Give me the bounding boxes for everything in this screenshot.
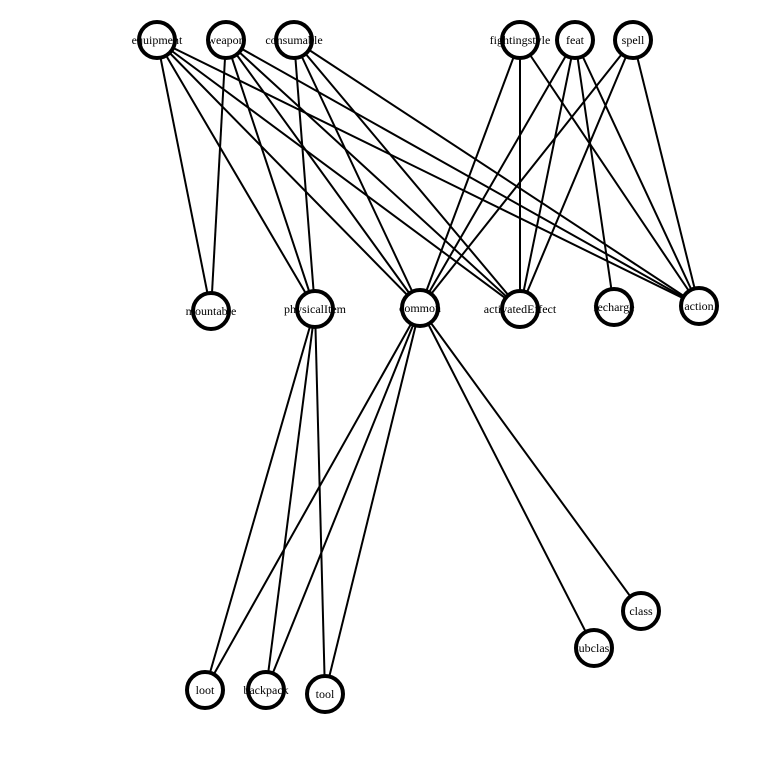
node-circle	[555, 20, 595, 60]
edge-equipment-physicalItem	[156, 39, 316, 310]
node-circle	[295, 289, 335, 329]
node-circle	[613, 20, 653, 60]
node-label: weapon	[207, 33, 244, 47]
edge-physicalItem-tool	[314, 308, 326, 695]
node-label: backpack	[243, 683, 288, 697]
node-activatedEffect: activatedEffect	[484, 289, 557, 329]
node-circle	[206, 20, 246, 60]
node-circle	[305, 674, 345, 714]
node-circle	[246, 670, 286, 710]
node-label: action	[684, 299, 713, 313]
edge-consumable-action	[293, 39, 700, 307]
edge-equipment-common	[156, 39, 421, 309]
node-label: loot	[196, 683, 215, 697]
edges-layer	[156, 39, 700, 695]
node-feat: feat	[555, 20, 595, 60]
node-tool: tool	[305, 674, 345, 714]
edge-weapon-mountable	[210, 39, 227, 312]
edge-fightingstyle-common	[419, 39, 521, 309]
edge-weapon-activatedEffect	[225, 39, 521, 310]
node-weapon: weapon	[206, 20, 246, 60]
node-label: consumable	[265, 33, 322, 47]
edge-feat-activatedEffect	[519, 39, 576, 310]
node-label: tool	[316, 687, 335, 701]
edge-consumable-physicalItem	[293, 39, 316, 310]
node-label: equipment	[132, 33, 183, 47]
node-label: class	[629, 604, 653, 618]
edge-common-loot	[204, 307, 421, 691]
node-equipment: equipment	[132, 20, 183, 60]
node-circle	[594, 287, 634, 327]
node-label: spell	[622, 33, 645, 47]
node-mountable: mountable	[186, 291, 237, 331]
node-circle	[191, 291, 231, 331]
node-action: action	[679, 286, 719, 326]
edge-consumable-common	[293, 39, 421, 309]
node-circle	[574, 628, 614, 668]
edge-feat-recharge	[574, 39, 615, 308]
edge-weapon-action	[225, 39, 700, 307]
edge-spell-action	[632, 39, 700, 307]
node-circle	[400, 288, 440, 328]
node-spell: spell	[613, 20, 653, 60]
node-label: physicalItem	[284, 302, 347, 316]
edge-common-tool	[324, 307, 421, 695]
node-common: common	[399, 288, 441, 328]
node-label: mountable	[186, 304, 237, 318]
node-label: feat	[566, 33, 585, 47]
edge-weapon-physicalItem	[225, 39, 316, 310]
node-class: class	[621, 591, 661, 631]
node-backpack: backpack	[243, 670, 289, 710]
node-circle	[185, 670, 225, 710]
edge-common-subclass	[419, 307, 595, 649]
edge-equipment-activatedEffect	[156, 39, 521, 310]
edge-weapon-common	[225, 39, 421, 309]
node-physicalItem: physicalItem	[284, 289, 347, 329]
node-label: recharge	[593, 300, 634, 314]
node-label: activatedEffect	[484, 302, 557, 316]
edge-consumable-activatedEffect	[293, 39, 521, 310]
node-label: fightingstyle	[490, 33, 551, 47]
edge-feat-common	[419, 39, 576, 309]
edge-spell-activatedEffect	[519, 39, 634, 310]
node-label: subclass	[574, 641, 614, 655]
node-label: common	[399, 301, 441, 315]
edge-physicalItem-loot	[204, 308, 316, 691]
node-subclass: subclass	[574, 628, 614, 668]
node-circle	[679, 286, 719, 326]
node-circle	[274, 20, 314, 60]
node-fightingstyle: fightingstyle	[490, 20, 551, 60]
node-circle	[500, 20, 540, 60]
edge-spell-common	[419, 39, 634, 309]
node-loot: loot	[185, 670, 225, 710]
edge-common-class	[419, 307, 642, 612]
edge-feat-action	[574, 39, 700, 307]
node-consumable: consumable	[265, 20, 323, 60]
node-circle	[137, 20, 177, 60]
node-circle	[621, 591, 661, 631]
edge-equipment-action	[156, 39, 700, 307]
nodes-layer: equipment weapon consumable fightingstyle fe…	[132, 20, 719, 714]
edge-physicalItem-backpack	[265, 308, 316, 691]
edge-common-backpack	[265, 307, 421, 691]
node-recharge: recharge	[593, 287, 635, 327]
node-circle	[500, 289, 540, 329]
edge-equipment-mountable	[156, 39, 212, 312]
